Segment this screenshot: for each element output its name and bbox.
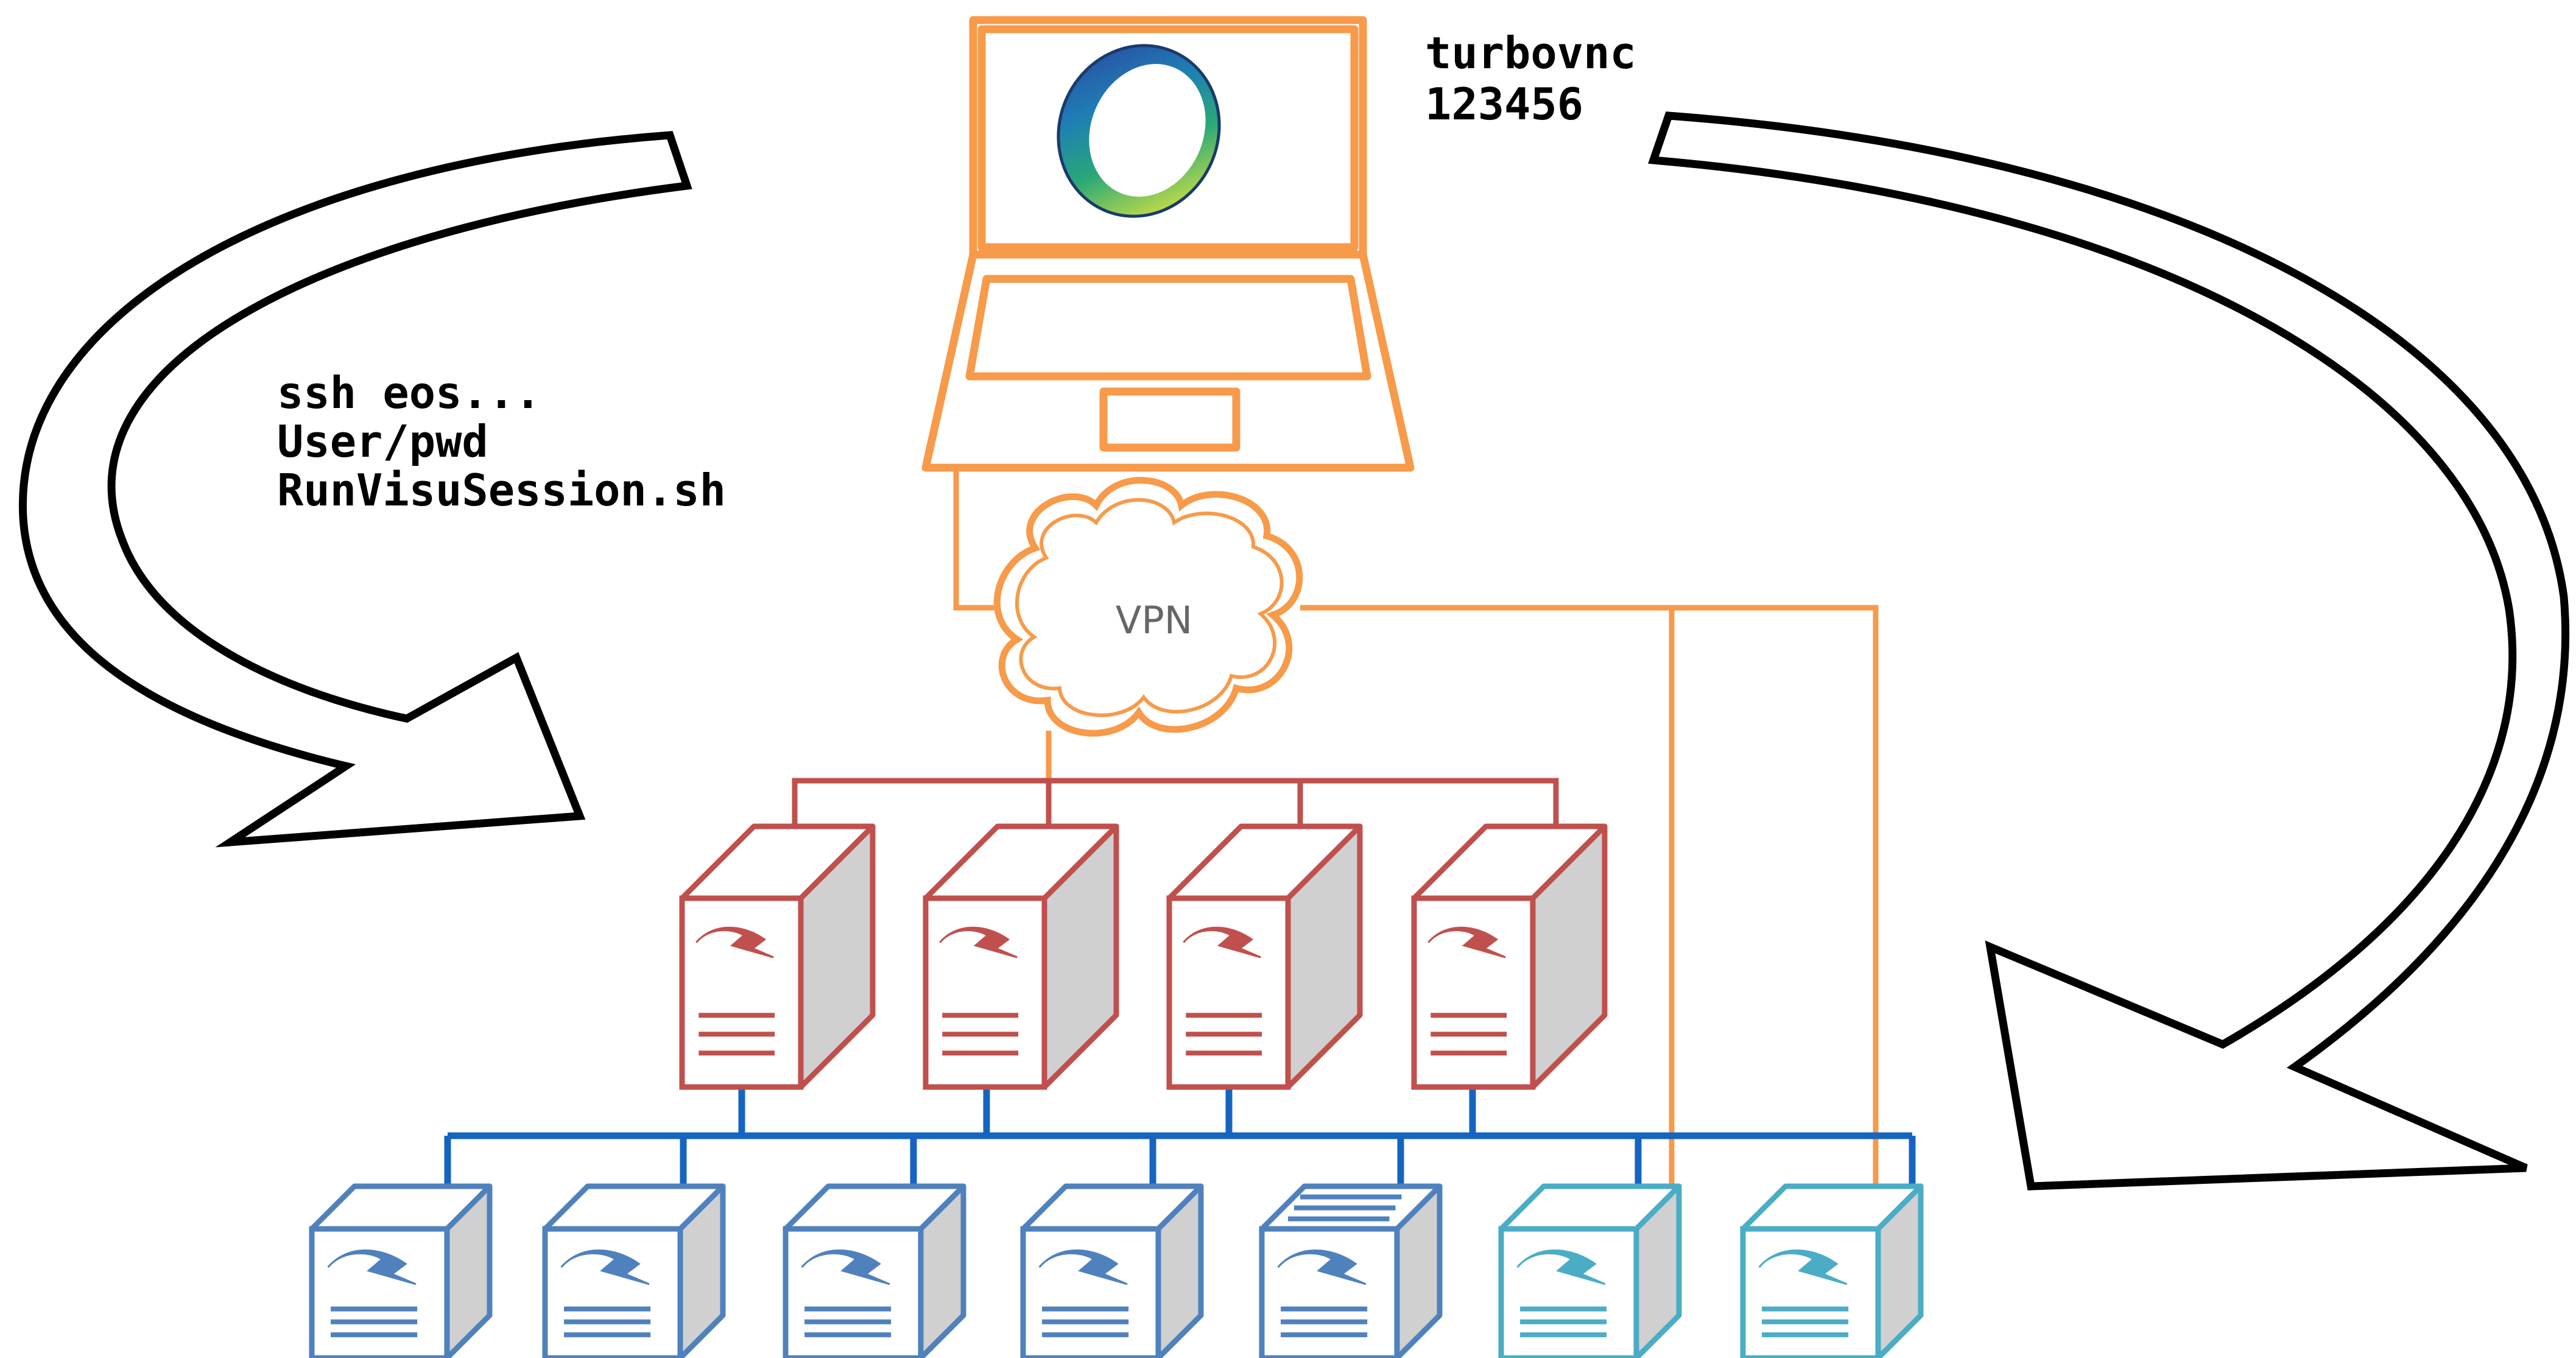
lightning-logo-icon [695, 926, 774, 959]
login-server [923, 823, 1119, 1090]
server-vent-lines [1431, 1013, 1507, 1056]
lightning-logo-icon [801, 1249, 890, 1286]
login-step-3: RunVisuSession.sh [277, 465, 726, 516]
login-bus [792, 778, 1559, 848]
server-vent-lines [1281, 1306, 1368, 1337]
lightning-logo-icon [1758, 1249, 1848, 1286]
compute-node [783, 1183, 966, 1358]
server-icon [1411, 823, 1608, 1090]
server-icon [923, 823, 1119, 1090]
login-steps-label: ssh eos... User/pwd RunVisuSession.sh [277, 367, 726, 516]
server-icon [1020, 1183, 1204, 1358]
server-icon [1498, 1183, 1682, 1358]
compute-node [1020, 1183, 1204, 1358]
laptop [921, 16, 1415, 472]
server-vent-lines [1186, 1013, 1262, 1056]
visualization-node [1740, 1183, 1924, 1358]
server-icon [1259, 1183, 1443, 1358]
left-curved-arrow [18, 131, 692, 848]
server-vent-lines [1520, 1306, 1607, 1337]
server-vent-lines [564, 1306, 651, 1337]
vpn-to-visu-link [1300, 605, 1879, 1187]
lightning-logo-icon [560, 1249, 650, 1286]
server-icon [679, 823, 876, 1090]
lightning-logo-icon [1516, 1249, 1606, 1286]
arrow-icon [18, 131, 692, 848]
server-icon [309, 1183, 493, 1358]
compute-node [309, 1183, 493, 1358]
compute-node [1259, 1183, 1443, 1358]
lightning-logo-icon [1183, 926, 1261, 959]
server-icon [1166, 823, 1363, 1090]
server-vent-lines [331, 1306, 418, 1337]
compute-node [542, 1183, 726, 1358]
server-vent-lines [1762, 1306, 1849, 1337]
server-icon [783, 1183, 966, 1358]
login-server-row [679, 823, 1608, 1090]
laptop-icon [921, 16, 1415, 472]
torus-icon [1057, 44, 1221, 218]
server-icon [1740, 1183, 1924, 1358]
login-server [1166, 823, 1363, 1090]
credentials-line-2: 123456 [1425, 79, 1583, 130]
login-server [679, 823, 876, 1090]
server-vent-lines [699, 1013, 775, 1056]
server-icon [542, 1183, 726, 1358]
server-vent-lines [942, 1013, 1019, 1056]
lightning-logo-icon [1427, 926, 1506, 959]
server-vent-lines [804, 1306, 892, 1337]
server-top-lines [1288, 1194, 1402, 1222]
arrow-icon [1648, 111, 2570, 1191]
compute-bus [444, 1085, 1916, 1187]
visualization-node [1498, 1183, 1682, 1358]
credentials-line-1: turbovnc [1425, 27, 1636, 79]
credentials-label: turbovnc 123456 [1425, 27, 1636, 130]
lightning-logo-icon [1277, 1249, 1367, 1286]
cloud-icon [993, 477, 1303, 737]
login-step-2: User/pwd [277, 416, 488, 467]
login-step-1: ssh eos... [277, 367, 541, 418]
vpn-label: VPN [1116, 598, 1192, 642]
compute-node-row [309, 1183, 1924, 1358]
login-server [1411, 823, 1608, 1090]
right-curved-arrow [1648, 111, 2570, 1191]
lightning-logo-icon [939, 926, 1018, 959]
lightning-logo-icon [1038, 1249, 1128, 1286]
vpn-cloud: VPN [993, 477, 1303, 737]
server-vent-lines [1042, 1306, 1129, 1337]
lightning-logo-icon [327, 1249, 417, 1286]
